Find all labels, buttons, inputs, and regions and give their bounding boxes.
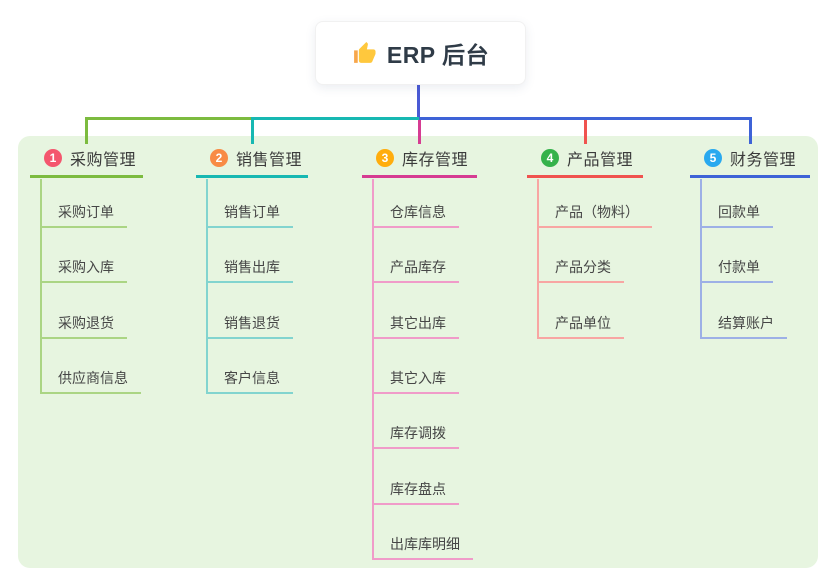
branch-1-spine-line [40,179,42,394]
branch-5-child-item[interactable]: 结算账户 [700,315,787,339]
branch-2-child-item[interactable]: 销售出库 [206,259,293,283]
branch-3-child-item[interactable]: 库存盘点 [372,481,459,505]
branch-1-child-item[interactable]: 供应商信息 [40,370,141,394]
branch-3-header[interactable]: 3 库存管理 [362,147,477,178]
branch-3-child-item[interactable]: 仓库信息 [372,204,459,228]
branch-1-child-item[interactable]: 采购退货 [40,315,127,339]
drop-line-branch-3 [418,120,421,144]
branch-1-label: 采购管理 [70,152,137,169]
branch-5-child-item[interactable]: 回款单 [700,204,773,228]
branch-3-child-item[interactable]: 库存调拨 [372,425,459,449]
branch-1-child-item[interactable]: 采购入库 [40,259,127,283]
drop-line-branch-5 [748,117,752,144]
branch-3-child-item[interactable]: 出库库明细 [372,536,473,560]
root-connector-line [417,83,420,120]
branch-5-spine-line [700,179,702,339]
branch-2-child-item[interactable]: 销售订单 [206,204,293,228]
branch-3-label: 库存管理 [402,152,469,169]
branch-4-child-item[interactable]: 产品（物料） [537,204,652,228]
branch-3-number-badge: 3 [376,149,394,167]
root-node[interactable]: ERP 后台 [315,21,526,85]
branch-4-header[interactable]: 4 产品管理 [527,147,643,178]
thumbs-up-icon [352,41,377,66]
branch-4-label: 产品管理 [567,152,634,169]
branch-4-child-item[interactable]: 产品分类 [537,259,624,283]
bus-segment-branch-5 [418,117,750,120]
branch-3-child-item[interactable]: 其它出库 [372,315,459,339]
branch-1-header[interactable]: 1 采购管理 [30,147,143,178]
drop-line-branch-4 [583,120,587,144]
branch-4-number-badge: 4 [541,149,559,167]
branches-panel [18,136,818,568]
branch-4-child-item[interactable]: 产品单位 [537,315,624,339]
branch-5-label: 财务管理 [730,152,797,169]
branch-2-number-badge: 2 [210,149,228,167]
drop-line-branch-1 [85,117,88,144]
branch-3-child-item[interactable]: 产品库存 [372,259,459,283]
branch-2-spine-line [206,179,208,394]
branch-2-header[interactable]: 2 销售管理 [196,147,308,178]
branch-5-child-item[interactable]: 付款单 [700,259,773,283]
branch-2-child-item[interactable]: 客户信息 [206,370,293,394]
drop-line-branch-2 [250,117,254,144]
branch-1-number-badge: 1 [44,149,62,167]
branch-4-spine-line [537,179,539,339]
root-title: ERP 后台 [386,42,490,68]
bus-segment-branch-1 [86,117,252,120]
branch-2-child-item[interactable]: 销售退货 [206,315,293,339]
branch-5-number-badge: 5 [704,149,722,167]
bus-segment-branch-2 [252,117,419,120]
branch-3-child-item[interactable]: 其它入库 [372,370,459,394]
branch-3-spine-line [372,179,374,560]
branch-5-header[interactable]: 5 财务管理 [690,147,810,178]
branch-2-label: 销售管理 [236,152,303,169]
branch-1-child-item[interactable]: 采购订单 [40,204,127,228]
